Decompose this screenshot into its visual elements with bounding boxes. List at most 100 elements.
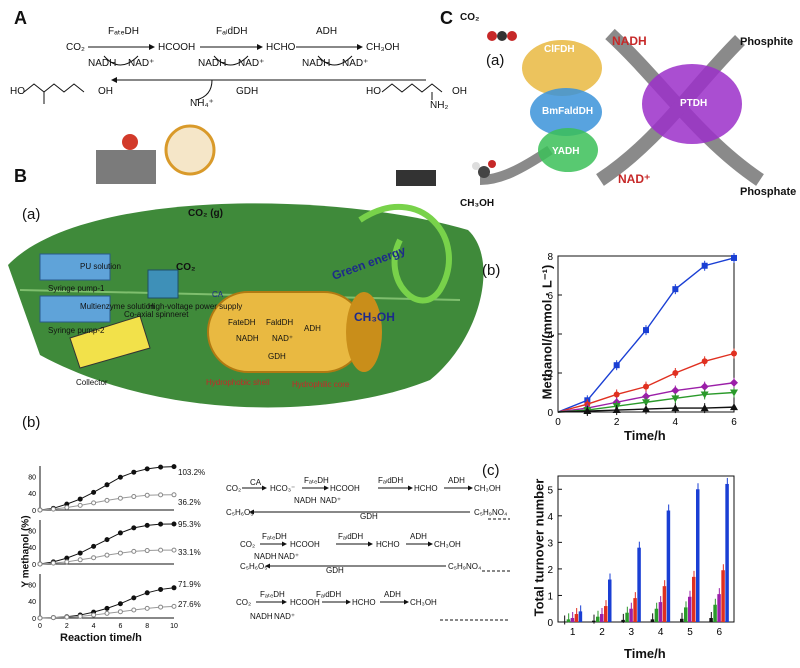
s1-adh: ADH [448, 476, 465, 485]
panel-bb-sublabel: (b) [22, 414, 41, 431]
cc-ytick-label: 5 [547, 485, 553, 496]
bb-point [144, 605, 150, 611]
bb-ylabel: Y methanol (%) [20, 515, 32, 588]
coaxial-label: Co-axial spinneret [124, 310, 189, 319]
ptdh-blob [642, 64, 742, 144]
shell-label: Hydrophobic shell [206, 378, 270, 387]
cc-bar [696, 489, 700, 622]
bb-xtick: 0 [38, 623, 42, 630]
cb-ytick-label: 2 [547, 369, 553, 380]
bb-point [50, 560, 56, 566]
bb-ytick: 40 [28, 599, 36, 606]
yadh-label: YADH [552, 146, 580, 157]
s2-ch3oh: CH₃OH [434, 540, 461, 549]
cb-ytick-label: 0 [547, 408, 553, 419]
cc-bar [633, 598, 637, 622]
bb-point [104, 537, 110, 543]
bb-point [131, 525, 137, 531]
panel-ba-sublabel: (a) [22, 206, 41, 223]
s1-co2: CO₂ [226, 484, 242, 493]
collector-label: Collector [76, 378, 108, 387]
bb-point [158, 547, 164, 553]
bb-point [144, 522, 150, 528]
cb-point [700, 382, 709, 391]
bb-point [64, 559, 70, 565]
bb-point [144, 466, 150, 472]
yadh-blob [538, 128, 598, 172]
bb-point [117, 530, 123, 536]
cc-bar [725, 483, 729, 622]
cc-bar [604, 606, 608, 622]
bb-point [171, 603, 177, 609]
s3-ch3oh: CH₃OH [410, 598, 437, 607]
cb-xtick-label: 4 [673, 417, 679, 428]
bb-point [171, 464, 177, 470]
cc-ytick-label: 2 [547, 565, 553, 576]
s2-left: C₅H₆O₅ [240, 562, 268, 571]
syringe-pump-1-icon [39, 253, 111, 281]
bb-point [37, 615, 43, 621]
cb-xtick-label: 0 [555, 417, 561, 428]
c-nad: NAD⁺ [618, 172, 651, 186]
pump-1-label: Syringe pump-1 [48, 284, 105, 293]
s2-hcho: HCHO [376, 540, 400, 549]
fuel-nozzle-icon [396, 170, 436, 186]
bb-xtick: 6 [118, 623, 122, 630]
cc-xtick-label: 6 [717, 627, 723, 638]
cc-bar [658, 602, 663, 622]
cb-point [730, 378, 738, 387]
cb-point [730, 403, 738, 411]
ca-label: CA [212, 290, 224, 299]
bb-point [117, 550, 123, 556]
cb-point [671, 395, 680, 403]
s1-nadh: NADH [294, 496, 317, 505]
cc-ylabel: Total turnover number [531, 478, 547, 617]
bb-point [158, 492, 164, 498]
bb-point [131, 494, 137, 500]
panel-cb-sublabel: (b) [482, 262, 501, 279]
pu-solution: PU solution [80, 262, 121, 271]
s3-fald: FₐₗdDH [316, 590, 342, 599]
cb-point [642, 392, 650, 401]
bb-point [144, 492, 150, 498]
bb-point [104, 610, 110, 616]
co2-molecule-icon [487, 31, 497, 41]
tube-fdh: FateDH [228, 318, 256, 327]
bb-point [50, 615, 56, 621]
cb-point [643, 327, 649, 334]
cb-point [642, 405, 650, 413]
bb-point [158, 604, 164, 610]
tube-adh: ADH [304, 324, 321, 333]
cc-ytick-label: 3 [547, 538, 553, 549]
bb-xtick: 8 [145, 623, 149, 630]
a-nh4: NH₄⁺ [190, 98, 214, 109]
bb-point [77, 550, 83, 556]
s3-hcho: HCHO [352, 598, 376, 607]
cc-bar [692, 576, 696, 622]
bb-point [158, 521, 164, 527]
a-co2: CO₂ [66, 42, 85, 53]
s1-right: C₅H₉NO₄ [474, 508, 508, 517]
cc-xtick-label: 3 [629, 627, 635, 638]
tube-fald: FaldDH [266, 318, 294, 327]
s2-nad: NAD⁺ [278, 552, 300, 561]
bb-pct-6: 27.6% [178, 600, 201, 609]
bb-pct-1: 103.2% [178, 468, 206, 477]
cc-bar [717, 594, 721, 622]
cb-point [730, 389, 738, 397]
a-nadh-2: NADH [198, 58, 227, 69]
tube-nad: NAD⁺ [272, 334, 294, 343]
bb-point [144, 590, 150, 596]
cc-bar [578, 611, 583, 622]
power-supply-icon [147, 269, 179, 299]
bb-point [117, 609, 123, 615]
bb-point [144, 548, 150, 554]
bb-point [171, 585, 177, 591]
cb-point [583, 407, 592, 415]
cc-bar [654, 608, 659, 622]
s2-co2: CO₂ [240, 540, 256, 549]
bb-point [171, 492, 177, 498]
bb-point [131, 595, 137, 601]
